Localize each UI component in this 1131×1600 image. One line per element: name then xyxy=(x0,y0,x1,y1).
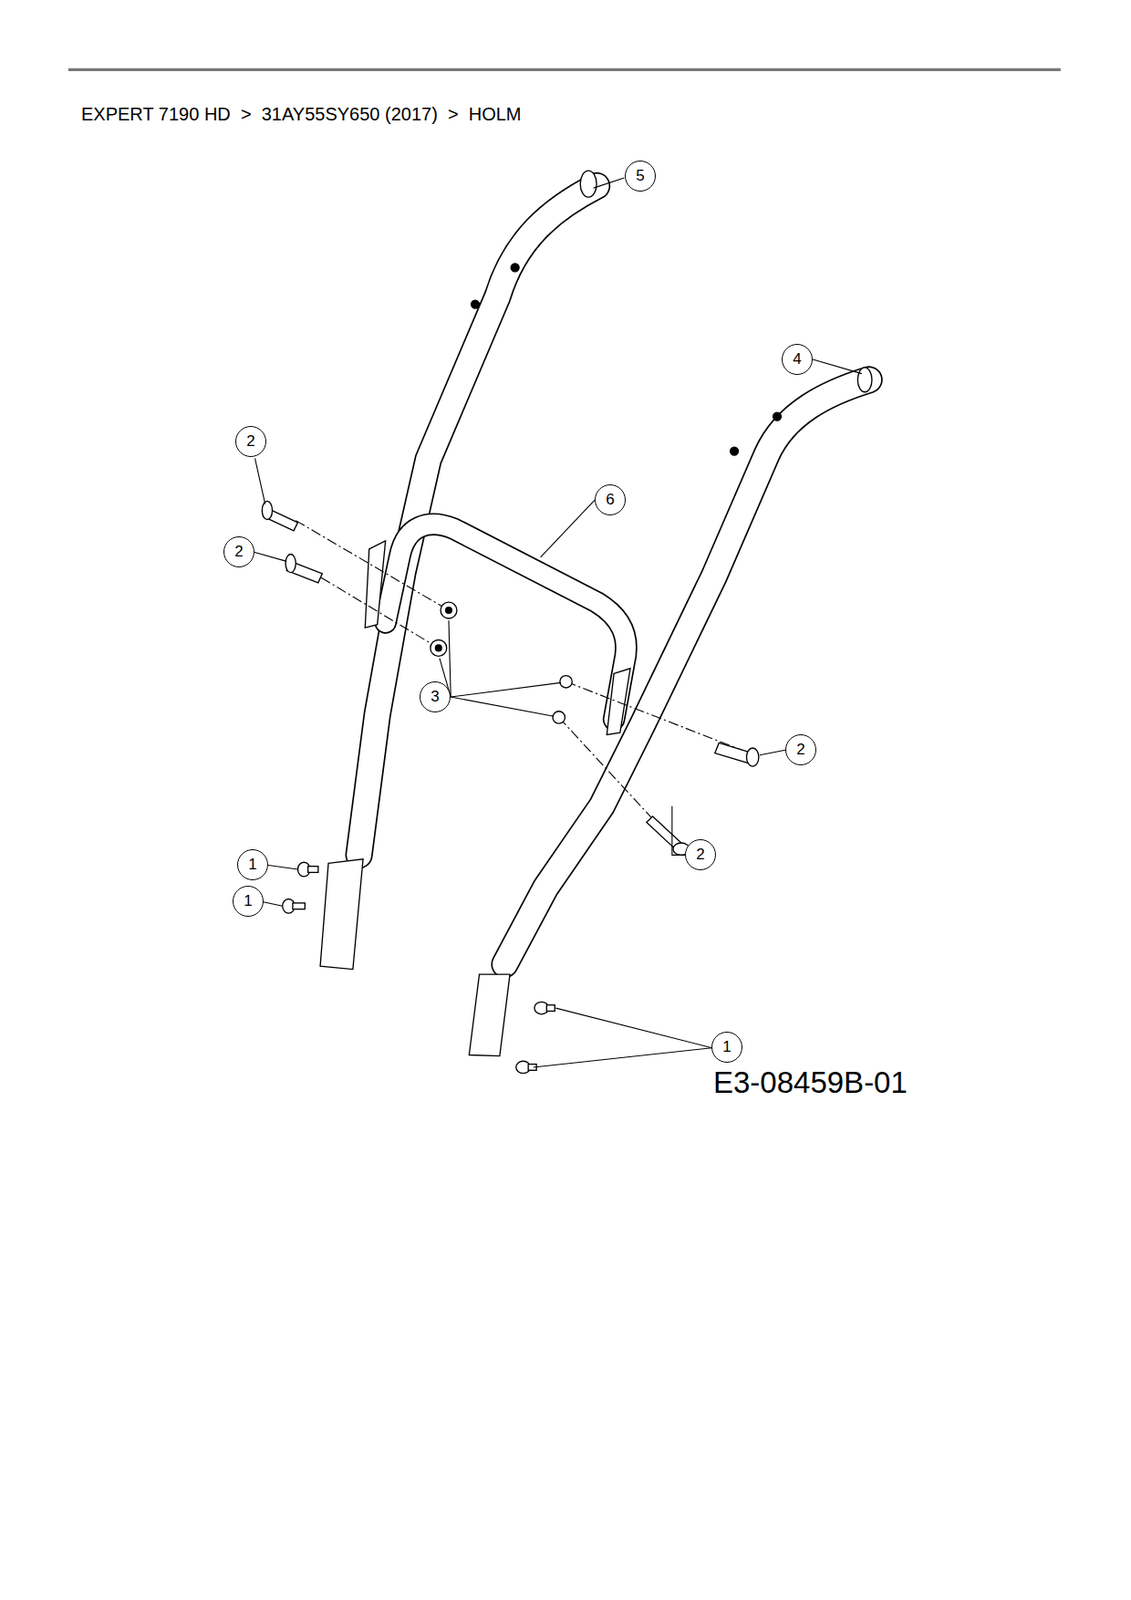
callout-number: 4 xyxy=(781,343,813,375)
axis-lines xyxy=(295,520,750,851)
callout-number: 2 xyxy=(785,734,817,766)
callout-number: 2 xyxy=(235,425,267,457)
callout-number: 2 xyxy=(684,839,716,871)
leader-lines xyxy=(253,177,862,1068)
callout-number: 1 xyxy=(237,849,269,881)
drawing-number: E3-08459B-01 xyxy=(713,1065,908,1100)
handle-tubes xyxy=(359,186,870,965)
header-rule xyxy=(68,68,1061,72)
callout-number: 1 xyxy=(711,1031,743,1063)
page-title: EXPERT 7190 HD > 31AY55SY650 (2017) > HO… xyxy=(81,103,522,125)
callout-number: 5 xyxy=(624,160,656,192)
handle-details xyxy=(320,170,872,1057)
callout-number: 1 xyxy=(232,885,264,917)
callout-number: 3 xyxy=(419,681,451,713)
fasteners xyxy=(261,500,759,1073)
callout-number: 6 xyxy=(594,484,626,516)
callout-number: 2 xyxy=(223,536,255,568)
